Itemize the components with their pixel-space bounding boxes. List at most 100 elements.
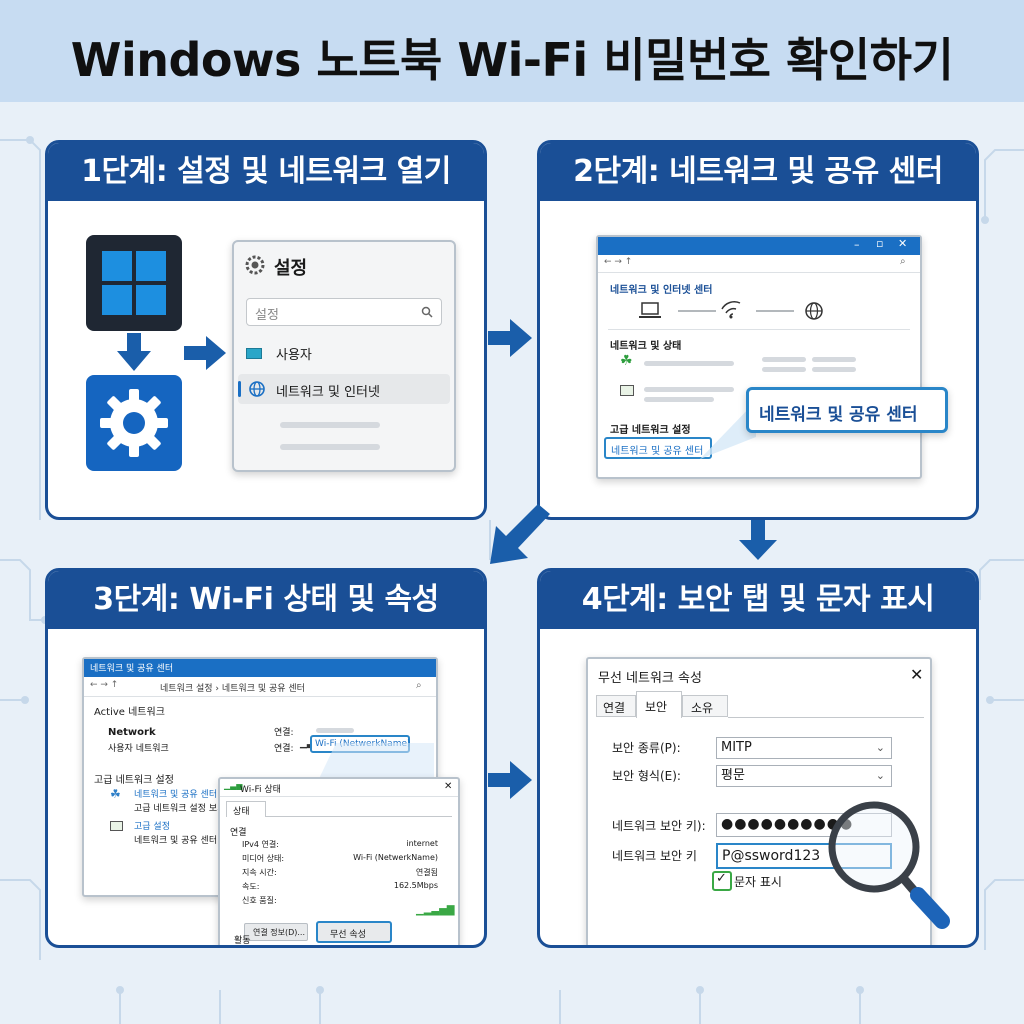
encryption-label: 보안 형식(E):	[612, 769, 681, 783]
placeholder-line	[644, 387, 734, 392]
placeholder-line	[644, 361, 734, 366]
tab-label: 상태	[233, 807, 250, 817]
wireless-properties-button[interactable]: 무선 속성	[316, 921, 392, 943]
window-titlebar: 네트워크 및 공유 센터	[84, 659, 436, 677]
signal-bars-icon: ▁▂▃▅▇	[416, 905, 455, 916]
tab-label: 보안	[645, 700, 668, 714]
step3-panel: 3단계: Wi-Fi 상태 및 속성 네트워크 및 공유 센터 ← → ↑ 네트…	[45, 568, 487, 948]
status-row-value: 연결됨	[415, 868, 438, 877]
tab-security[interactable]: 보안	[636, 691, 682, 718]
nav-arrows-icon: ← → ↑	[90, 680, 119, 690]
tab-strip	[266, 816, 452, 817]
settings-gear-icon	[86, 375, 182, 471]
adv-sub-2: 네트워크 및 공유 센터 보기	[134, 836, 237, 846]
network-type: 사용자 네트워크	[108, 744, 169, 754]
sharing-center-callout: 네트워크 및 공유 센터	[746, 387, 948, 433]
status-row-value: Wi-Fi (NetwerkName)	[353, 853, 438, 862]
section-net-internet: 네트워크 및 인터넷 센터	[610, 285, 713, 296]
minimize-icon[interactable]: –	[854, 238, 860, 251]
section-advanced: 고급 네트워크 설정	[610, 425, 691, 436]
chevron-down-icon: ⌄	[875, 769, 885, 782]
step2-heading: 2단계: 네트워크 및 공유 센터	[540, 143, 976, 201]
adv-link-1[interactable]: 네트워크 및 공유 센터	[134, 790, 218, 800]
adapter-icon	[110, 821, 123, 831]
network-key-masked-field[interactable]: ●●●●●●●●●●	[716, 813, 892, 837]
adv-link-2[interactable]: 고급 설정	[134, 822, 170, 832]
step4-panel: 4단계: 보안 탭 및 문자 표시 무선 네트워크 속성 ✕ 연결 보안 소유 …	[537, 568, 979, 948]
connections-label: 연결:	[274, 744, 294, 754]
encryption-select[interactable]: 평문 ⌄	[716, 765, 892, 787]
right-arrow-icon	[184, 336, 226, 370]
settings-window: 설정 설정 사용자 네트워크 및 인터넷	[232, 240, 456, 472]
status-row-label: IPv4 연결:	[242, 840, 279, 849]
check-icon: ✓	[716, 871, 727, 886]
gear-icon	[245, 255, 265, 275]
status-row-value: internet	[406, 839, 438, 848]
down-arrow-icon	[117, 333, 151, 371]
sidebar-item-account[interactable]: 사용자	[244, 342, 444, 366]
active-networks-label: Active 네트워크	[94, 707, 165, 718]
placeholder-line	[812, 357, 856, 362]
encryption-value: 평문	[721, 768, 745, 783]
key-label-shown: 네트워크 보안 키	[612, 849, 697, 863]
step1-panel: 1단계: 설정 및 네트워크 열기	[45, 140, 487, 520]
network-people-icon: ☘	[110, 787, 121, 801]
diagonal-arrow-icon	[490, 504, 550, 564]
tab-connection[interactable]: 연결	[596, 695, 636, 717]
dialog-titlebar: ▁▃▅ Wi-Fi 상태 ✕	[220, 779, 458, 797]
close-icon[interactable]: ✕	[910, 665, 924, 684]
advanced-section-title: 고급 네트워크 설정	[94, 775, 174, 786]
details-button[interactable]: 연결 정보(D)...	[244, 923, 308, 941]
network-key-field[interactable]: P@ssword123	[716, 843, 892, 869]
nav-arrows-icon: ← → ↑	[604, 257, 633, 267]
address-bar[interactable]: ← → ↑ 네트워크 설정 › 네트워크 및 공유 센터 ⌕	[84, 677, 436, 697]
dialog-title: Wi-Fi 상태	[240, 785, 281, 795]
placeholder-line	[762, 357, 806, 362]
network-key-masked-value: ●●●●●●●●●●	[721, 816, 854, 832]
network-map-icon	[639, 301, 823, 320]
wireless-properties-dialog: 무선 네트워크 속성 ✕ 연결 보안 소유 보안 종류(P): MITP ⌄ 보…	[586, 657, 932, 945]
sidebar-item-network[interactable]: 네트워크 및 인터넷	[238, 374, 450, 404]
account-icon	[246, 348, 262, 359]
placeholder-line	[644, 397, 714, 402]
sidebar-item-label: 사용자	[276, 348, 312, 363]
activity-section: 활동	[234, 936, 251, 946]
security-type-value: MITP	[721, 740, 752, 755]
security-type-select[interactable]: MITP ⌄	[716, 737, 892, 759]
right-arrow-icon	[488, 761, 532, 799]
tab-status[interactable]: 상태	[226, 801, 266, 817]
section-status: 네트워크 및 상태	[610, 341, 682, 352]
show-characters-checkbox[interactable]: ✓	[712, 871, 732, 891]
placeholder-line	[280, 422, 380, 428]
callout-label: 네트워크 및 공유 센터	[759, 405, 918, 425]
adapter-icon	[620, 385, 634, 396]
sharing-center-link[interactable]: 네트워크 및 공유 센터	[604, 437, 712, 459]
wireless-properties-label: 무선 속성	[330, 930, 366, 940]
wifi-status-dialog: ▁▃▅ Wi-Fi 상태 ✕ 상태 연결 ▁▂▃▅▇ 연결 정보(D)... 무…	[218, 777, 460, 945]
status-row-label: 미디어 상태:	[242, 854, 285, 863]
step2-panel: 2단계: 네트워크 및 공유 센터 – ▫ ✕ ← → ↑ ⌕ 네트워크 및 인…	[537, 140, 979, 520]
callout-pointer	[700, 401, 756, 459]
tab-sharing[interactable]: 소유	[682, 695, 728, 717]
maximize-icon[interactable]: ▫	[876, 237, 884, 250]
show-characters-label: 문자 표시	[734, 875, 782, 889]
details-button-label: 연결 정보(D)...	[253, 928, 306, 937]
sidebar-item-label: 네트워크 및 인터넷	[276, 385, 380, 400]
placeholder-line	[316, 728, 354, 733]
window-title: 네트워크 및 공유 센터	[90, 664, 174, 674]
address-bar[interactable]: ← → ↑ ⌕	[598, 255, 920, 273]
page-title: Windows 노트북 Wi-Fi 비밀번호 확인하기	[70, 33, 954, 87]
chevron-down-icon: ⌄	[875, 741, 885, 754]
placeholder-line	[280, 444, 380, 450]
access-label: 연결:	[274, 728, 294, 738]
network-name: Network	[108, 727, 156, 738]
zoom-pointer	[316, 743, 434, 785]
close-icon[interactable]: ✕	[898, 237, 908, 250]
search-icon	[421, 306, 433, 318]
close-icon[interactable]: ✕	[444, 781, 453, 792]
search-input[interactable]: 설정	[246, 298, 442, 326]
tab-label: 연결	[603, 701, 626, 715]
step4-heading: 4단계: 보안 탭 및 문자 표시	[540, 571, 976, 629]
placeholder-line	[812, 367, 856, 372]
